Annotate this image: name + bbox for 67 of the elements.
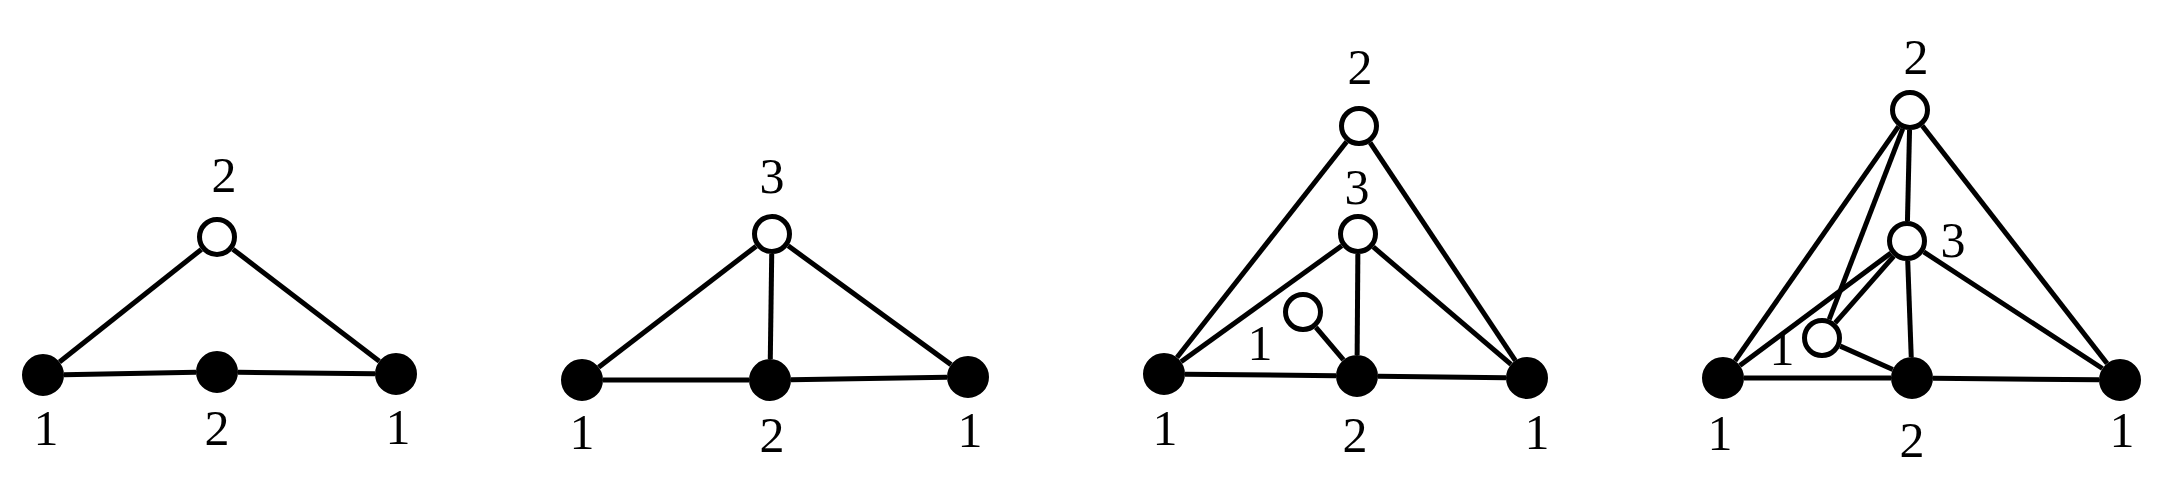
- filled-vertex: [749, 359, 791, 401]
- vertex-label: 1: [1524, 407, 1550, 457]
- graph-edge: [1354, 254, 1361, 355]
- vertex-label: 1: [957, 405, 983, 455]
- vertex-label: 2: [211, 150, 237, 200]
- graph-edge: [1905, 260, 1914, 358]
- filled-vertex: [1143, 353, 1185, 395]
- graph-edge: [231, 247, 381, 364]
- open-vertex: [1890, 90, 1930, 130]
- graph-edge: [1314, 325, 1346, 362]
- open-vertex: [1339, 106, 1379, 146]
- filled-vertex: [2099, 359, 2141, 401]
- filled-vertex: [1506, 357, 1548, 399]
- vertex-label: 2: [1899, 415, 1925, 465]
- graph-edge: [1932, 375, 2100, 383]
- graph-edge: [1839, 343, 1894, 372]
- graph-edge: [63, 369, 197, 378]
- open-vertex: [1887, 221, 1927, 261]
- vertex-label: 2: [1903, 32, 1929, 82]
- graph-edge: [786, 243, 953, 367]
- graph-edge: [767, 253, 775, 360]
- filled-vertex: [1702, 357, 1744, 399]
- graph-edge: [237, 369, 376, 377]
- vertex-label: 3: [759, 151, 785, 201]
- graph-edge: [1371, 245, 1513, 367]
- graph-edge: [1744, 375, 1891, 381]
- graph-edge: [1904, 129, 1913, 222]
- vertex-label: 1: [1247, 318, 1273, 368]
- graph-edge: [1833, 254, 1896, 325]
- filled-vertex: [947, 356, 989, 398]
- vertex-label: 1: [385, 402, 411, 452]
- vertex-label: 2: [1342, 410, 1368, 460]
- vertex-label: 1: [569, 407, 595, 457]
- vertex-label: 1: [2109, 405, 2135, 455]
- vertex-label: 1: [1152, 403, 1178, 453]
- filled-vertex: [561, 359, 603, 401]
- filled-vertex: [22, 354, 64, 396]
- open-vertex: [1338, 214, 1378, 254]
- graph-edge: [790, 374, 948, 383]
- graph-edge: [1184, 371, 1337, 379]
- graph-edge: [57, 247, 203, 364]
- graph-edge: [1738, 250, 1893, 368]
- graph-edge: [1377, 373, 1507, 381]
- filled-vertex: [196, 351, 238, 393]
- graph-edge: [1922, 249, 2104, 371]
- open-vertex: [752, 214, 792, 254]
- graph-edge: [1732, 124, 1901, 363]
- vertex-label: 2: [1347, 42, 1373, 92]
- filled-vertex: [1891, 357, 1933, 399]
- vertex-label: 2: [204, 403, 230, 453]
- graph-edge: [597, 244, 758, 370]
- vertex-label: 1: [33, 403, 59, 453]
- filled-vertex: [375, 353, 417, 395]
- graph-edge: [1179, 243, 1344, 364]
- vertex-label: 1: [1707, 408, 1733, 458]
- open-vertex: [1283, 292, 1323, 332]
- vertex-label: 3: [1940, 215, 1966, 265]
- graph-edge: [603, 377, 749, 383]
- filled-vertex: [1336, 355, 1378, 397]
- vertex-label: 2: [759, 410, 785, 460]
- open-vertex: [197, 217, 237, 257]
- open-vertex: [1802, 318, 1842, 358]
- graph-edge: [1175, 140, 1349, 360]
- vertex-label: 3: [1344, 162, 1370, 212]
- graph-edge: [1920, 124, 2110, 365]
- graph-edge: [1368, 141, 1518, 362]
- graph-edge: [1826, 127, 1906, 321]
